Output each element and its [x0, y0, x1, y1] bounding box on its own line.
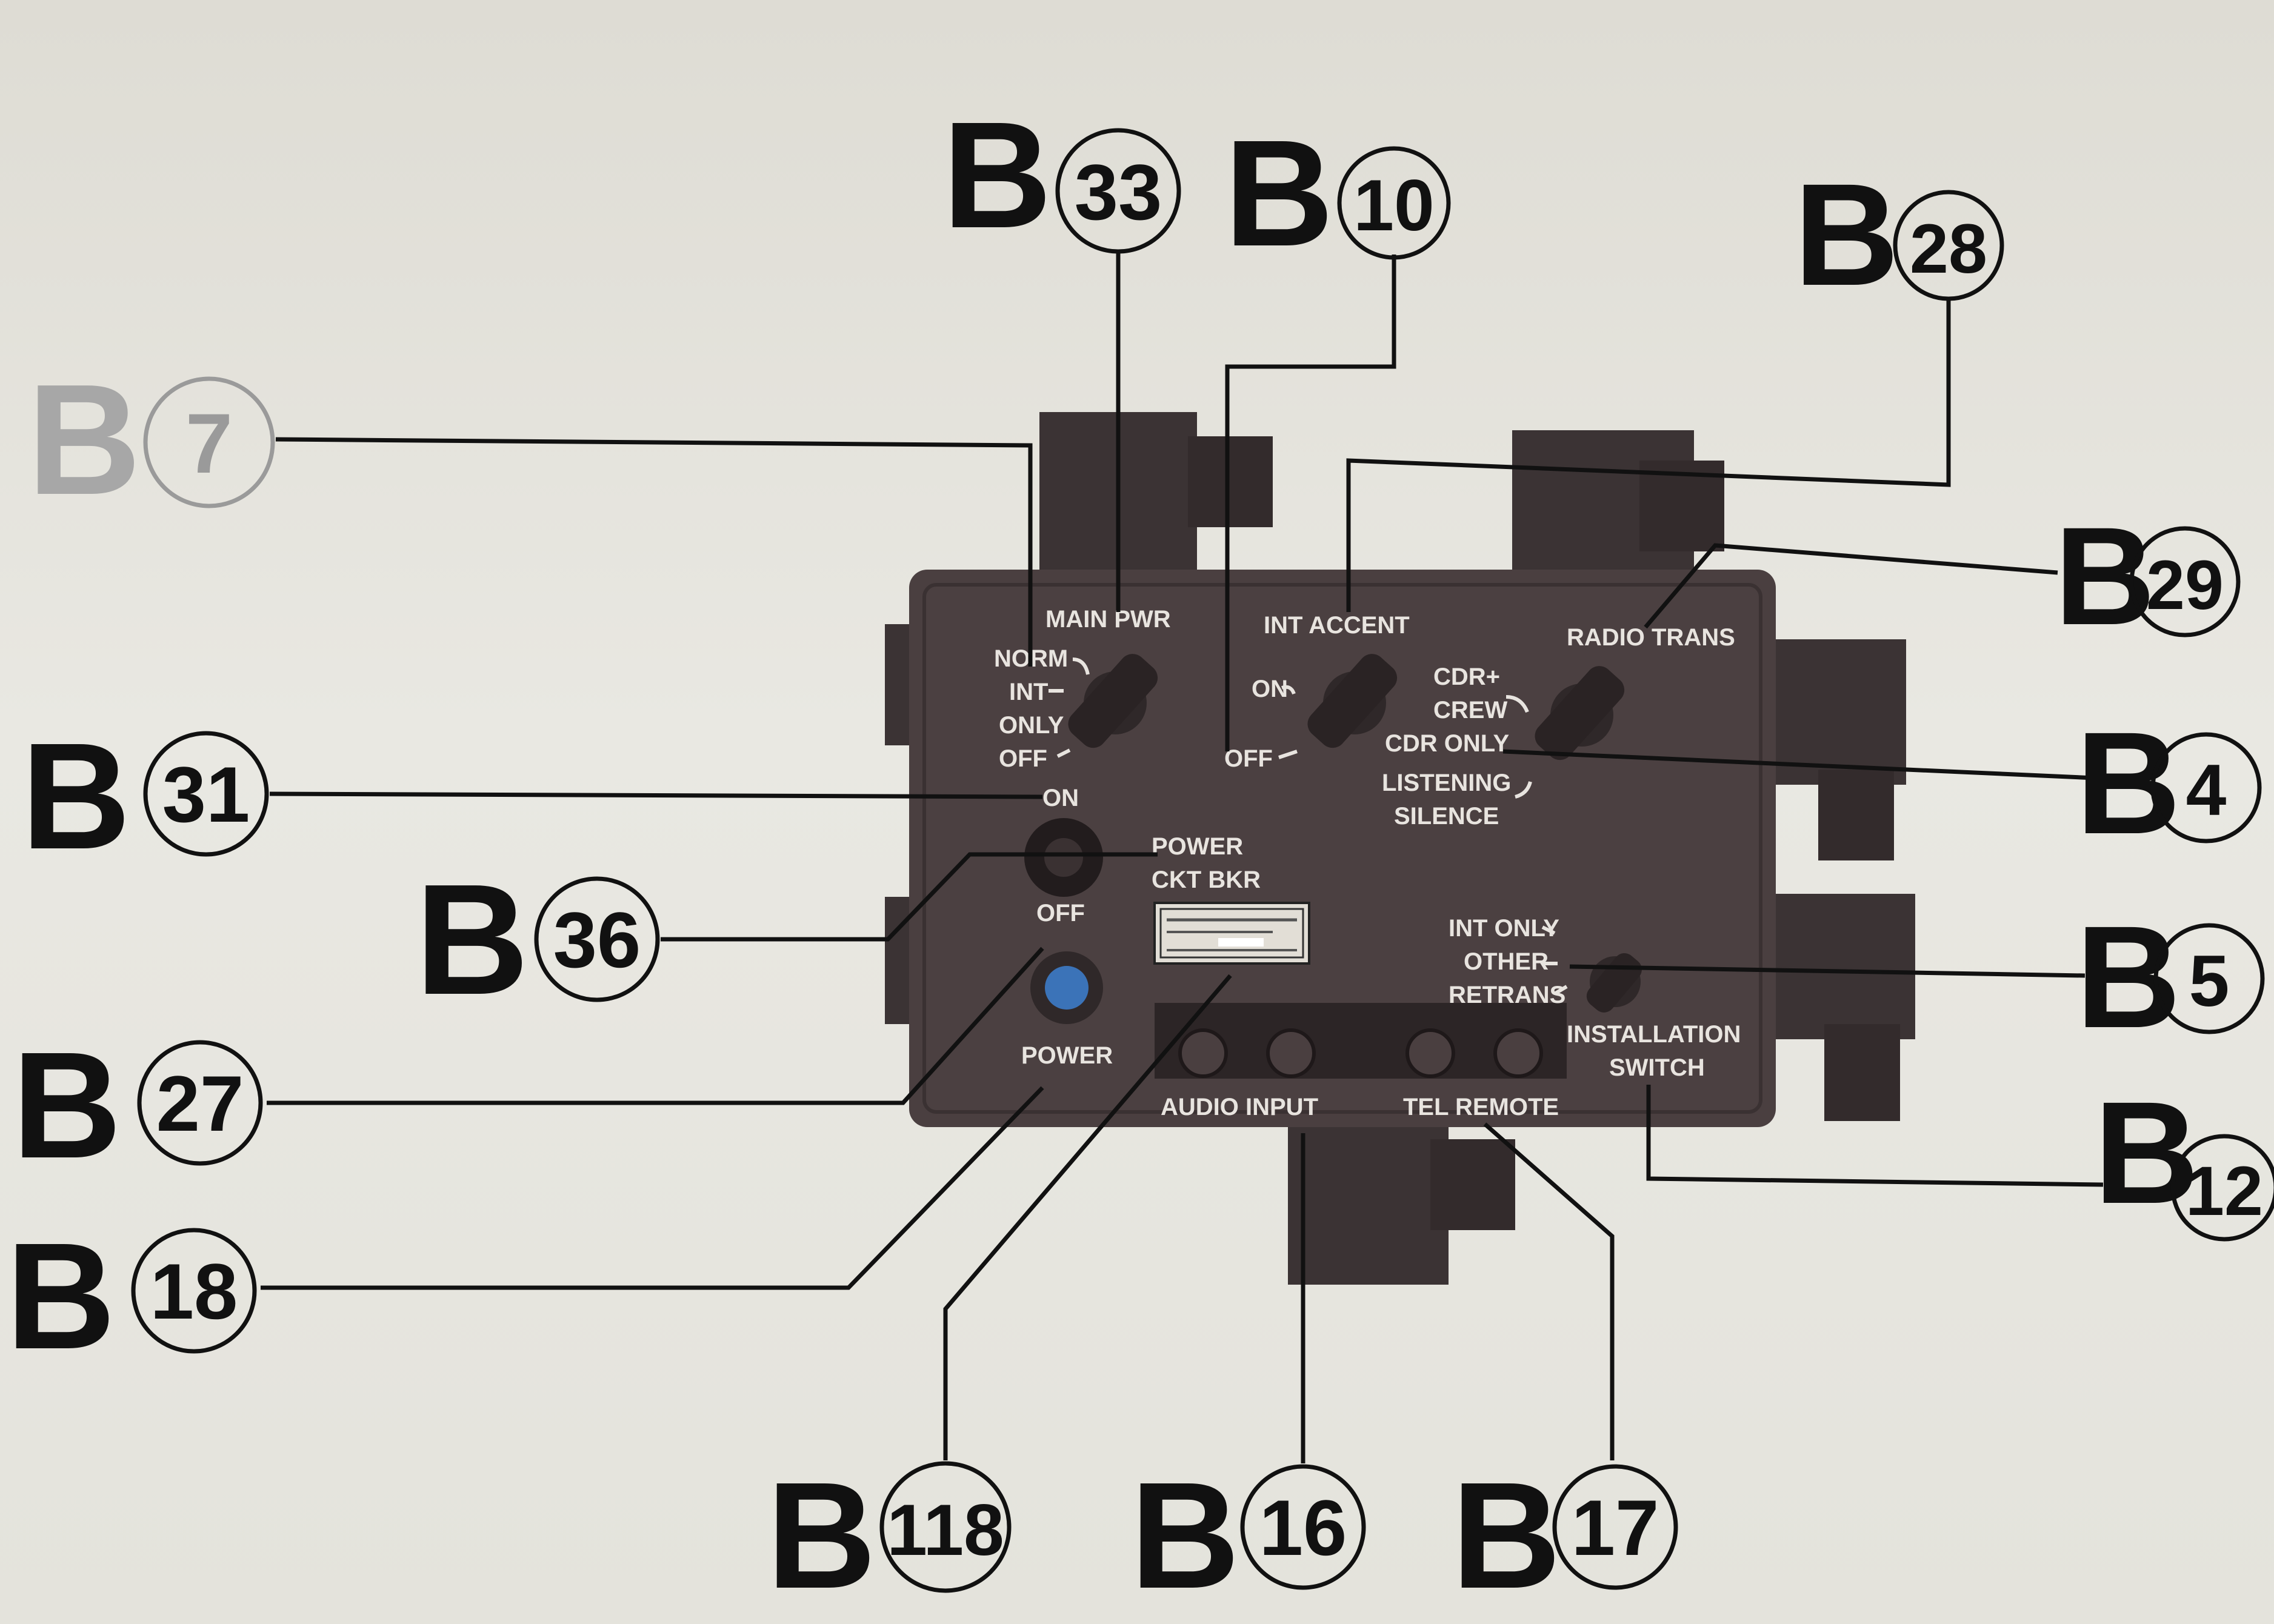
callout-b12: B 12	[2094, 1071, 2274, 1242]
label-retrans: RETRANS	[1449, 982, 1565, 1008]
svg-text:B: B	[12, 1020, 122, 1190]
callout-b36: B 36	[415, 852, 660, 1028]
callout-b17: B 17	[1452, 1451, 1678, 1620]
callout-b5: B 5	[2076, 896, 2265, 1058]
svg-text:B: B	[2055, 498, 2155, 654]
svg-text:7: 7	[185, 396, 233, 491]
svg-text:B: B	[767, 1451, 876, 1620]
svg-text:29: 29	[2146, 547, 2224, 624]
label-main-pwr: MAIN PWR	[1045, 606, 1171, 633]
svg-text:B: B	[415, 852, 529, 1028]
label-audio-input: AUDIO INPUT	[1161, 1094, 1318, 1120]
svg-text:B: B	[27, 352, 141, 528]
connector-right-lower-tab	[1824, 1024, 1900, 1121]
label-on-accent: ON	[1252, 676, 1288, 702]
callout-b4: B 4	[2076, 702, 2262, 864]
label-int-accent: INT ACCENT	[1264, 612, 1410, 639]
callout-b28: B 28	[1794, 153, 2004, 316]
leader-lines	[261, 251, 2110, 1463]
connector-bottom	[1288, 1103, 1449, 1285]
svg-text:5: 5	[2189, 940, 2230, 1022]
svg-text:36: 36	[553, 896, 641, 984]
svg-text:16: 16	[1259, 1483, 1347, 1572]
tel-remote-jack-1[interactable]	[1405, 1028, 1455, 1078]
callout-b16: B 16	[1130, 1451, 1366, 1620]
callout-b33: B 33	[942, 90, 1181, 259]
svg-text:27: 27	[156, 1059, 244, 1148]
label-tel-remote: TEL REMOTE	[1403, 1094, 1559, 1120]
label-ckt-bkr: CKT BKR	[1152, 867, 1261, 893]
svg-text:118: 118	[887, 1489, 1004, 1571]
int-accent-switch[interactable]	[1302, 648, 1402, 753]
svg-text:B: B	[1130, 1451, 1240, 1620]
svg-text:B: B	[1224, 108, 1334, 278]
label-power-indicator: POWER	[1021, 1042, 1113, 1069]
label-cdr-only: CDR ONLY	[1385, 730, 1510, 757]
radio-trans-switch[interactable]	[1529, 661, 1630, 765]
svg-text:33: 33	[1075, 148, 1162, 236]
callout-b18: B 18	[6, 1211, 257, 1380]
svg-text:10: 10	[1353, 165, 1434, 246]
svg-text:B: B	[2076, 702, 2181, 864]
callout-b29: B 29	[2055, 498, 2241, 654]
label-int: INT	[1009, 679, 1048, 705]
label-crew: CREW	[1433, 697, 1507, 724]
label-other: OTHER	[1464, 948, 1549, 975]
callout-b118: B 118	[767, 1451, 1012, 1620]
svg-text:B: B	[942, 90, 1052, 259]
label-listening: LISTENING	[1382, 770, 1511, 796]
label-silence: SILENCE	[1394, 803, 1499, 830]
svg-text:B: B	[6, 1211, 116, 1380]
label-on-breaker: ON	[1042, 785, 1079, 811]
label-off-breaker: OFF	[1036, 900, 1085, 927]
callout-b10: B 10	[1224, 108, 1451, 278]
main-pwr-switch[interactable]	[1062, 648, 1163, 753]
svg-text:28: 28	[1910, 210, 1987, 288]
callout-b31: B 31	[21, 711, 269, 880]
connector-right-lower	[1761, 894, 1915, 1039]
label-installation: INSTALLATION	[1567, 1021, 1741, 1048]
svg-text:17: 17	[1572, 1483, 1659, 1572]
callout-b7: B 7	[27, 352, 275, 528]
label-int-only: INT ONLY	[1449, 915, 1559, 942]
svg-text:B: B	[2094, 1071, 2199, 1234]
label-power-breaker: POWER	[1152, 833, 1243, 860]
svg-text:18: 18	[150, 1247, 238, 1336]
svg-text:B: B	[2076, 896, 2181, 1058]
tel-remote-jack-2[interactable]	[1493, 1028, 1543, 1078]
svg-text:12: 12	[2186, 1153, 2263, 1230]
svg-text:4: 4	[2186, 750, 2227, 831]
callout-b27: B 27	[12, 1020, 263, 1190]
data-plate	[1153, 902, 1310, 965]
svg-text:B: B	[1794, 153, 1899, 316]
label-only: ONLY	[999, 712, 1064, 739]
connector-bottom-cap	[1430, 1139, 1515, 1230]
power-indicator-lamp	[1030, 951, 1103, 1024]
svg-text:31: 31	[162, 750, 250, 839]
label-off-accent: OFF	[1224, 745, 1273, 772]
label-radio-trans: RADIO TRANS	[1567, 624, 1735, 651]
label-cdr-plus: CDR+	[1433, 664, 1500, 690]
connector-top-left-cap	[1188, 436, 1273, 527]
label-off-main: OFF	[999, 745, 1047, 772]
switch-position-ticks	[1049, 657, 1568, 996]
svg-text:B: B	[21, 711, 131, 880]
power-circuit-breaker[interactable]	[1024, 818, 1103, 897]
audio-input-jack-1[interactable]	[1178, 1028, 1228, 1078]
svg-text:B: B	[1452, 1451, 1561, 1620]
connector-right-upper-tab	[1818, 770, 1894, 860]
label-switch: SWITCH	[1609, 1054, 1705, 1081]
audio-input-jack-2[interactable]	[1266, 1028, 1316, 1078]
connector-right-upper	[1761, 639, 1906, 785]
